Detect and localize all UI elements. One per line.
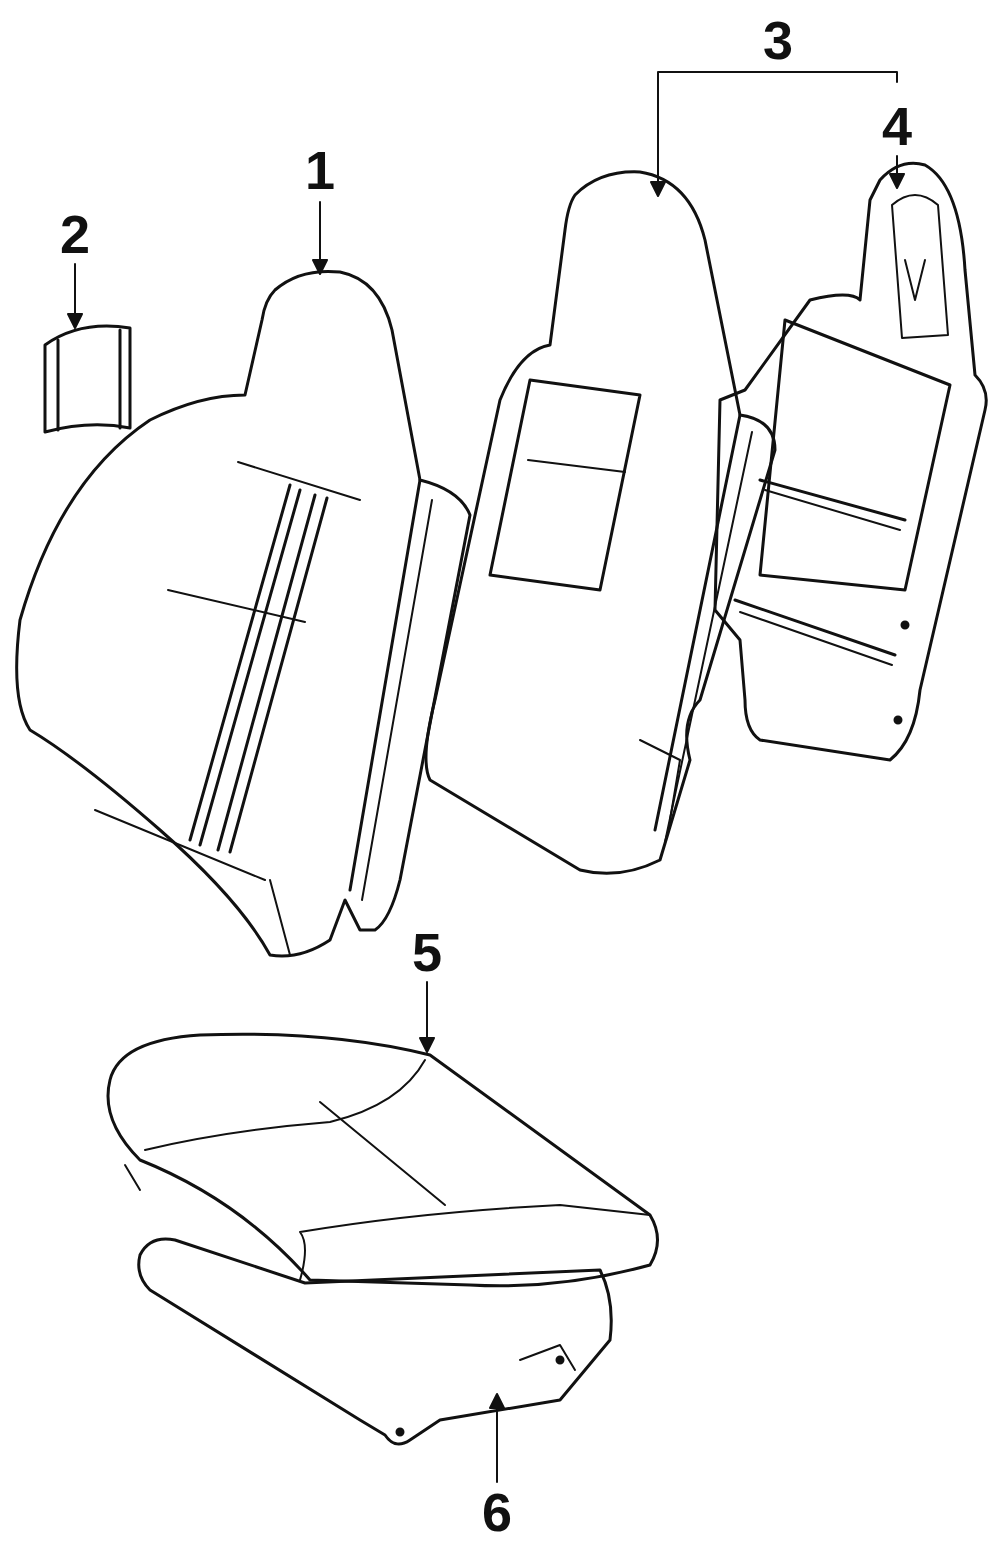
callout-number: 6 [480, 1485, 514, 1539]
callout-number: 5 [410, 925, 444, 979]
callout-number: 2 [58, 207, 92, 261]
callout-number: 3 [761, 13, 795, 67]
leader-lines [68, 72, 904, 1482]
headrest-guide [45, 326, 130, 432]
callout-number: 1 [303, 143, 337, 197]
seat-cushion [108, 1034, 658, 1286]
seatback-frame [715, 163, 986, 760]
seatback-assembly [17, 271, 470, 956]
seat-pan [139, 1239, 612, 1444]
callout-number: 4 [880, 99, 914, 153]
seatback-cover [426, 172, 775, 873]
